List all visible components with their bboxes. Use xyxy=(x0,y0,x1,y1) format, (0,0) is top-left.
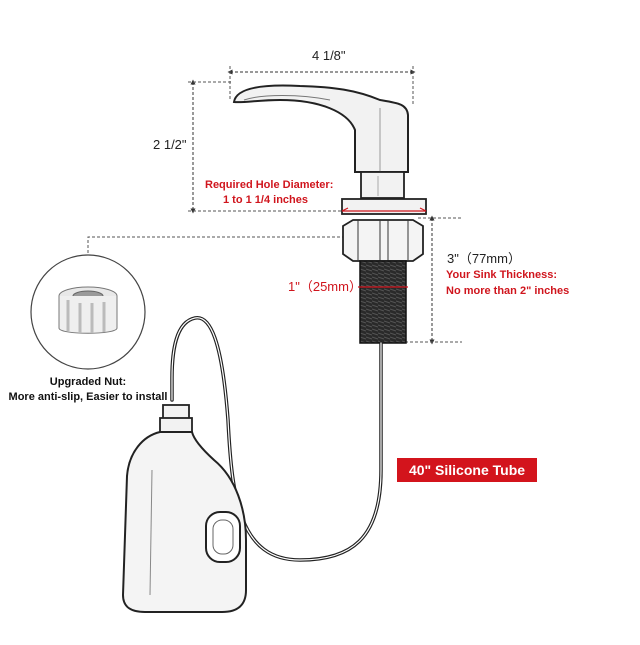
mounting-flange xyxy=(341,198,427,215)
shank-length-dimension-line xyxy=(400,215,462,345)
shank-length-label: 3"（77mm） xyxy=(447,251,521,266)
width-dimension-line xyxy=(227,66,416,104)
nut-caption-title: Upgraded Nut: xyxy=(49,376,127,388)
nut-callout-circle xyxy=(30,254,146,370)
height-label: 2 1/2" xyxy=(153,137,187,152)
hole-diameter-note-value: 1 to 1 1/4 inches xyxy=(223,194,308,206)
sink-thickness-note-title: Your Sink Thickness: xyxy=(446,269,558,281)
hole-diameter-note-title: Required Hole Diameter: xyxy=(205,179,334,191)
height-dimension-line xyxy=(188,79,345,214)
shank-diameter-label: 1"（25mm） xyxy=(288,279,362,294)
soap-bottle-icon xyxy=(121,404,247,613)
width-label: 4 1/8" xyxy=(312,48,346,63)
threaded-shank-icon xyxy=(358,260,408,344)
mounting-nut-icon xyxy=(342,219,424,262)
nut-caption-text: More anti-slip, Easier to install xyxy=(8,391,168,403)
silicone-tube-badge: 40" Silicone Tube xyxy=(397,458,537,482)
nut-leader-line xyxy=(87,236,345,262)
upgraded-nut-icon xyxy=(58,286,118,334)
sink-thickness-note-value: No more than 2" inches xyxy=(446,285,570,297)
soap-pump-head-icon xyxy=(232,84,409,199)
